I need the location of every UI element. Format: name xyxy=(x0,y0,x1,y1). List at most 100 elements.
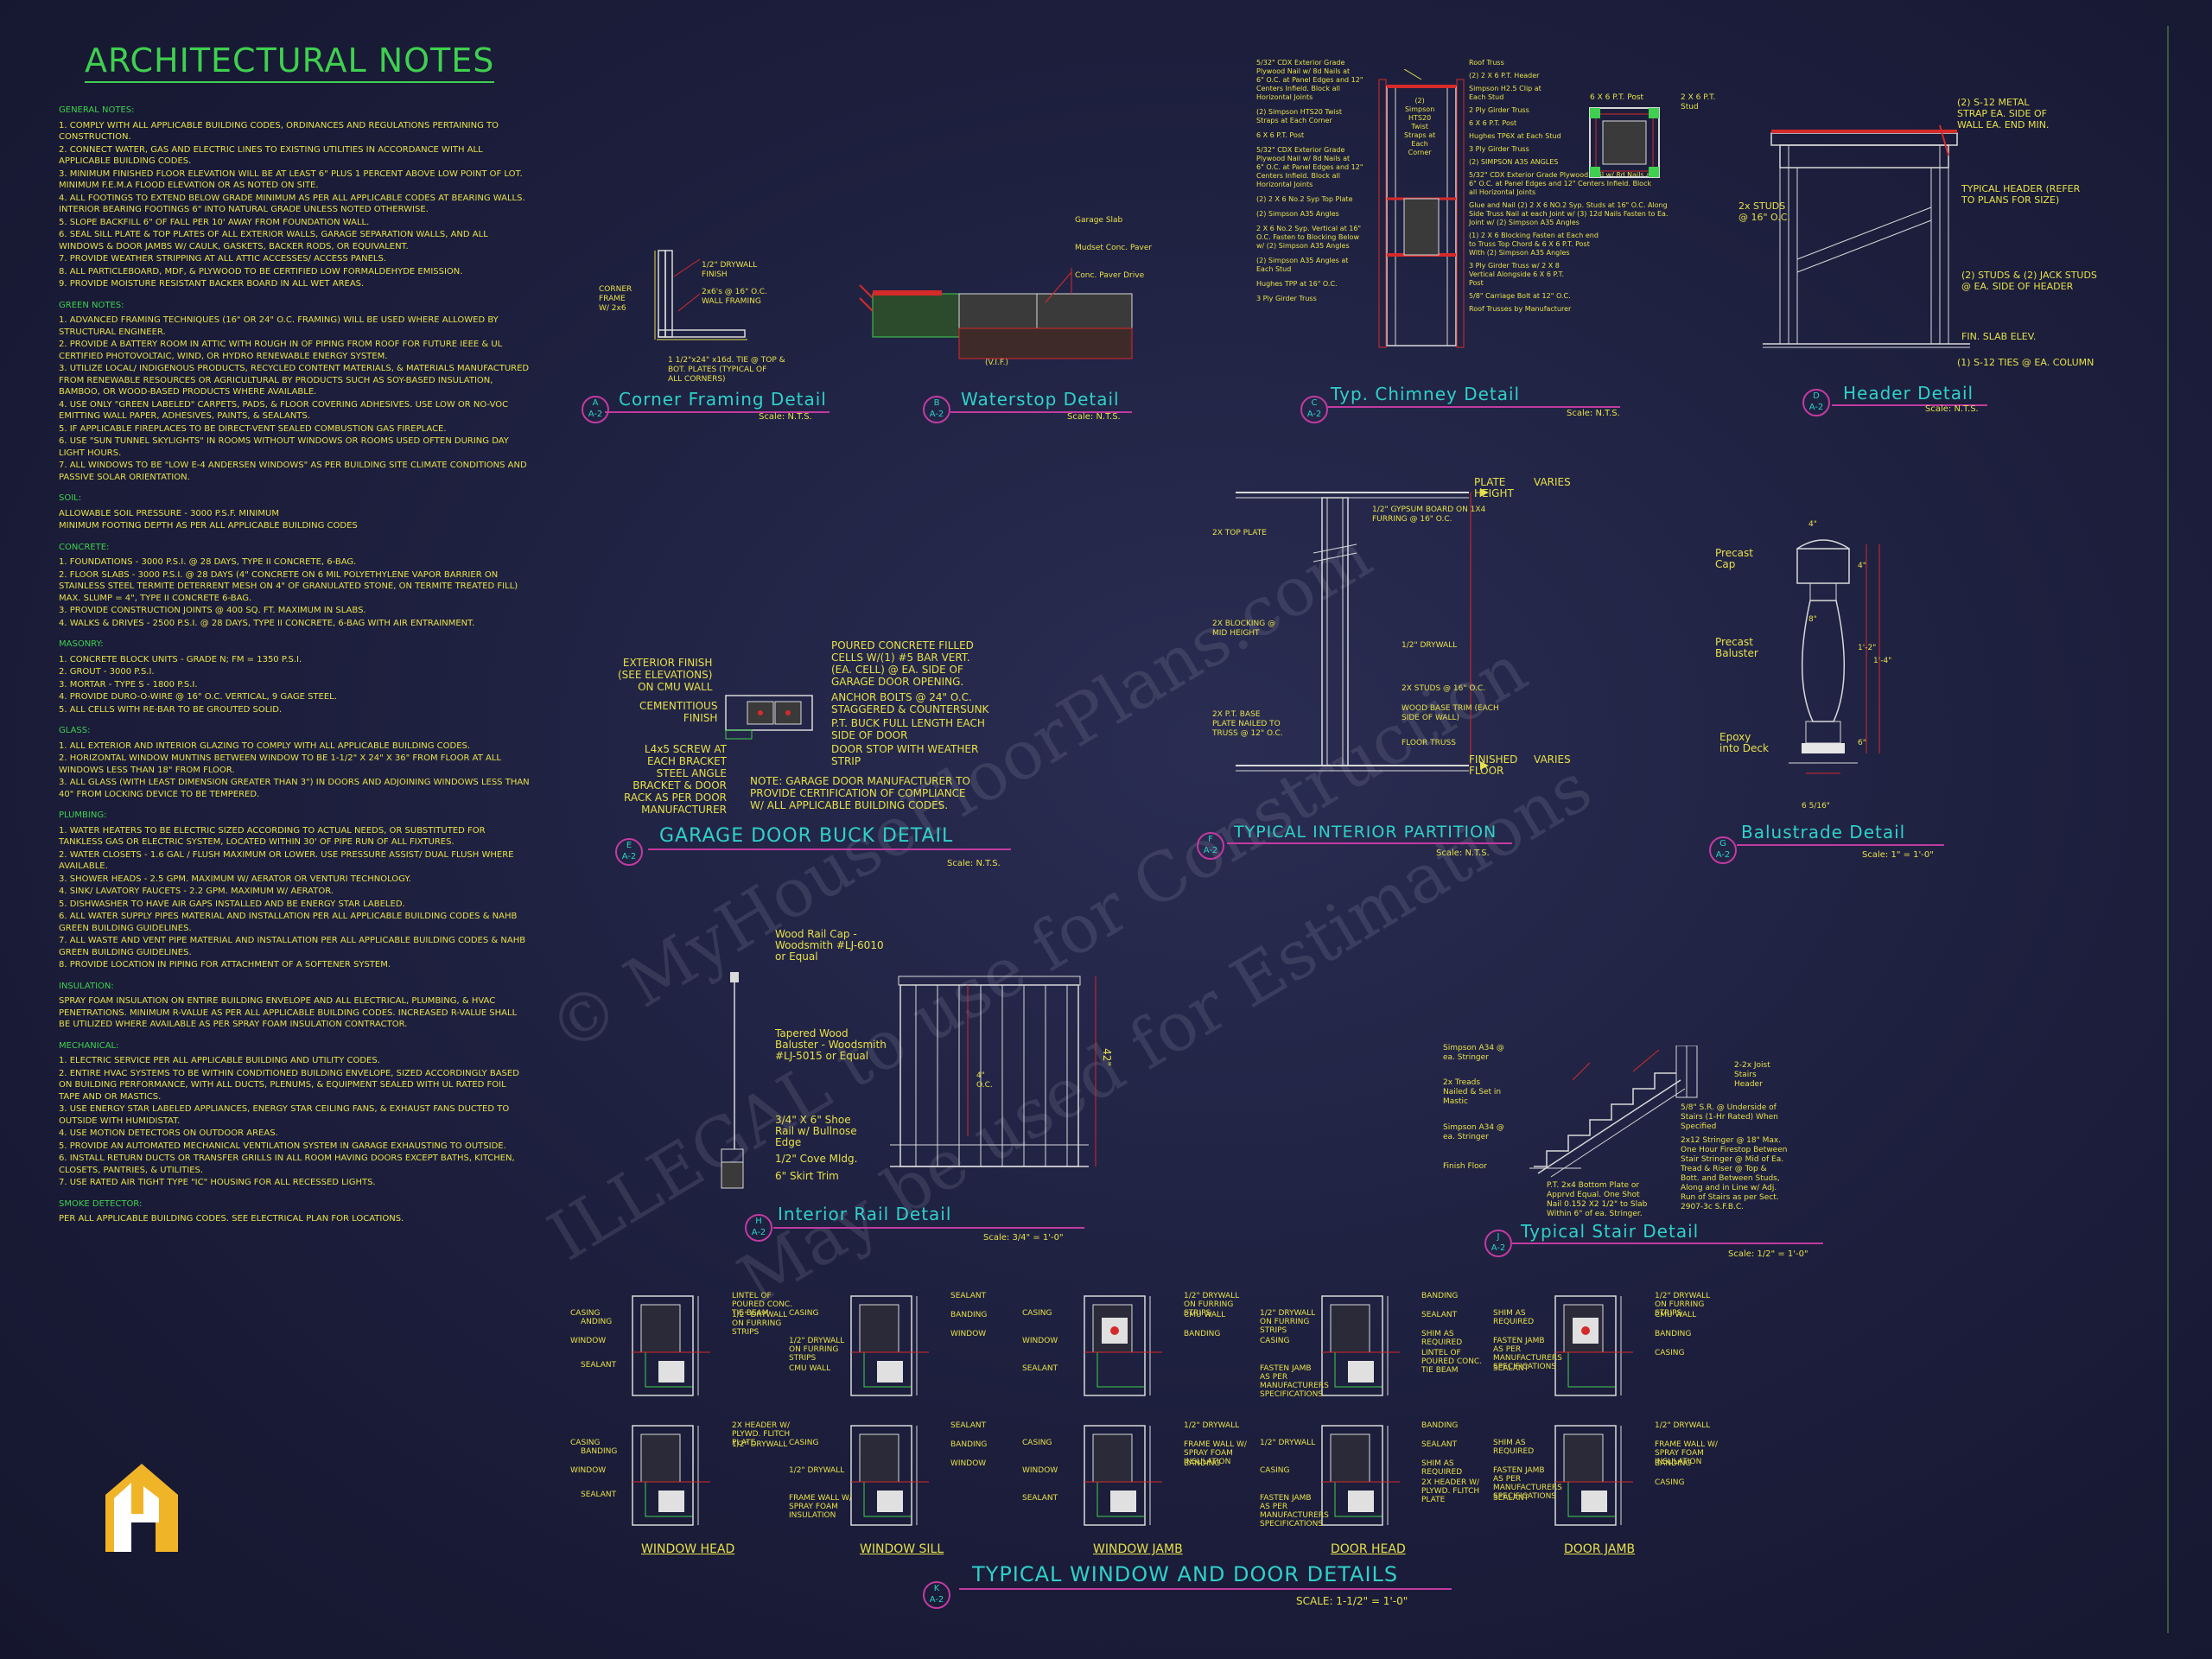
stair-anno-left-4: Finish Floor xyxy=(1443,1162,1487,1171)
ws_bot-anno: FRAME WALL W/ SPRAY FOAM INSULATION xyxy=(789,1494,852,1520)
dj_top-section-drawing xyxy=(1554,1295,1633,1396)
chimney-mid-anno: Glue and Nail (2) 2 X 6 NO.2 Syp. Studs … xyxy=(1469,201,1669,226)
detail-title-e: GARAGE DOOR BUCK DETAIL xyxy=(659,825,954,847)
balustrade-anno-cap: Precast Cap xyxy=(1715,547,1753,570)
notes-line: 5. DISHWASHER TO HAVE AIR GAPS INSTALLED… xyxy=(59,899,405,909)
notes-line: 1. ALL EXTERIOR AND INTERIOR GLAZING TO … xyxy=(59,741,471,751)
partition-anno-finished-floor: FINISHED FLOOR xyxy=(1469,753,1518,777)
stair-anno-left-3: Simpson A34 @ ea. Stringer xyxy=(1443,1123,1504,1141)
ws_top-anno: CASING xyxy=(789,1309,819,1318)
header-drawing xyxy=(1763,124,1970,348)
chimney-mid-anno: (2) SIMPSON A35 ANGLES xyxy=(1469,158,1559,166)
detail-scale-c: Scale: N.T.S. xyxy=(1567,409,1620,418)
balustrade-anno-epoxy: Epoxy into Deck xyxy=(1719,731,1769,754)
detail-title-b: Waterstop Detail xyxy=(961,389,1120,410)
partition-anno-varies-bottom: VARIES xyxy=(1534,753,1571,766)
dh_bot-section-drawing xyxy=(1321,1425,1400,1526)
dj_top-anno: SEALANT xyxy=(1493,1364,1529,1373)
notes-line: 4. USE ONLY "GREEN LABELED" CARPETS, PAD… xyxy=(59,399,509,422)
detail-title-d: Header Detail xyxy=(1843,383,1974,404)
subtitle-dj: DOOR JAMB xyxy=(1564,1542,1636,1556)
chimney-mid-anno: 3 Ply Girder Truss w/ 2 X 8 Vertical Alo… xyxy=(1469,262,1565,287)
ws_top-anno: 1/2" DRYWALL ON FURRING STRIPS xyxy=(789,1337,845,1363)
notes-line: 3. UTILIZE LOCAL/ INDIGENOUS PRODUCTS, R… xyxy=(59,364,530,397)
stair-anno-right-2: 5/8" S.R. @ Underside of Stairs (1-Hr Ra… xyxy=(1681,1103,1778,1131)
dh_top-anno: SEALANT xyxy=(1421,1311,1458,1319)
detail-scale-g: Scale: 1" = 1'-0" xyxy=(1862,850,1934,860)
chimney-left-anno: (2) Simpson A35 Angles xyxy=(1256,210,1339,218)
notes-line: 1. FOUNDATIONS - 3000 P.S.I. @ 28 DAYS, … xyxy=(59,557,357,567)
partition-anno-varies-top: VARIES xyxy=(1534,476,1571,488)
rail-anno-skirt: 6" Skirt Trim xyxy=(775,1170,839,1182)
wh_bot_left-anno: BANDING xyxy=(581,1447,618,1456)
wh_top_left-anno: ANDING xyxy=(581,1318,613,1326)
header-anno-2: TYPICAL HEADER (REFER TO PLANS FOR SIZE) xyxy=(1961,183,2081,206)
notes-line: 5. ALL CELLS WITH RE-BAR TO BE GROUTED S… xyxy=(59,704,283,715)
waterstop-anno-4: (V.I.F.) xyxy=(985,359,1008,367)
chimney-mid-anno: 3 Ply Girder Truss xyxy=(1469,145,1529,153)
notes-line: 2. FLOOR SLABS - 3000 P.S.I. @ 28 DAYS (… xyxy=(59,569,518,603)
notes-section-heading: GLASS: xyxy=(59,726,91,735)
balustrade-dim-2: 1'-4" xyxy=(1873,657,1892,665)
chimney-mid-anno: Roof Truss xyxy=(1469,59,1504,67)
notes-line: 3. SHOWER HEADS - 2.5 GPM. MAXIMUM W/ AE… xyxy=(59,874,411,884)
notes-line: 2. HORIZONTAL WINDOW MUNTINS BETWEEN WIN… xyxy=(59,753,501,775)
header-anno-6: (1) S-12 TIES @ EA. COLUMN xyxy=(1957,357,2094,368)
notes-line: 4. PROVIDE DURO-O-WIRE @ 16" O.C. VERTIC… xyxy=(59,692,337,702)
ws_bot-anno: BANDING xyxy=(950,1440,988,1449)
waterstop-drawing xyxy=(859,268,1133,359)
dj_top-anno: FASTEN JAMB AS PER MANUFACTURERS SPECIFI… xyxy=(1493,1337,1562,1371)
notes-line: PER ALL APPLICABLE BUILDING CODES. SEE E… xyxy=(59,1214,404,1224)
ws_bot-section-drawing xyxy=(850,1425,929,1526)
wj_bot-anno: WINDOW xyxy=(1022,1466,1058,1475)
chimney-mid-anno: 5/8" Carriage Bolt at 12" O.C. xyxy=(1469,292,1571,300)
wj_bot-anno: FRAME WALL W/ SPRAY FOAM INSULATION xyxy=(1184,1440,1247,1466)
balustrade-dim-top: 4" xyxy=(1808,520,1817,529)
chimney-simpson-label: (2) Simpson HTS20 Twist Straps at Each C… xyxy=(1404,97,1436,156)
chimney-mid-anno: Simpson H2.5 Clip at Each Stud xyxy=(1469,85,1541,101)
notes-line: 3. ALL GLASS (WITH LEAST DIMENSION GREAT… xyxy=(59,778,530,799)
chimney-left-anno: Hughes TPP at 16" O.C. xyxy=(1256,280,1338,288)
wj_top-anno: WINDOW xyxy=(1022,1337,1058,1345)
subtitle-ws: WINDOW SILL xyxy=(860,1542,944,1556)
wj_top-anno: CMU WALL xyxy=(1184,1311,1226,1319)
detail-scale-d: Scale: N.T.S. xyxy=(1925,404,1979,414)
partition-anno-studs: 2X STUDS @ 16" O.C. xyxy=(1402,684,1486,693)
notes-line: 2. GROUT - 3000 P.S.I. xyxy=(59,667,155,677)
dj_bot-anno: CASING xyxy=(1655,1478,1685,1487)
notes-line: 3. MORTAR - TYPE S - 1800 P.S.I. xyxy=(59,679,198,690)
garage-anno-left-1: EXTERIOR FINISH (SEE ELEVATIONS) ON CMU … xyxy=(618,657,713,693)
stair-anno-left-1: Simpson A34 @ ea. Stringer xyxy=(1443,1044,1504,1062)
notes-line: 7. PROVIDE WEATHER STRIPPING AT ALL ATTI… xyxy=(59,254,387,264)
stair-drawing xyxy=(1529,1046,1698,1178)
dh_top-anno: LINTEL OF POURED CONC. TIE BEAM xyxy=(1421,1349,1483,1375)
chimney-left-anno: 5/32" CDX Exterior Grade Plywood Nail w/… xyxy=(1256,59,1363,101)
partition-anno-top-plate: 2X TOP PLATE xyxy=(1212,529,1267,537)
logo-icon xyxy=(105,1464,178,1552)
partition-anno-gypsum: 1/2" GYPSUM BOARD ON 1X4 FURRING @ 16" O… xyxy=(1372,505,1486,524)
header-anno-1: (2) S-12 METAL STRAP EA. SIDE OF WALL EA… xyxy=(1957,97,2050,130)
stair-anno-bottom: P.T. 2x4 Bottom Plate or Apprvd Equal. O… xyxy=(1547,1181,1648,1218)
wh_top-anno: 1/2" DRYWALL ON FURRING STRIPS xyxy=(732,1311,788,1337)
notes-line: 3. USE ENERGY STAR LABELED APPLIANCES, E… xyxy=(59,1104,510,1126)
dh_bot-anno: CASING xyxy=(1260,1466,1290,1475)
ws_bot-anno: 1/2" DRYWALL xyxy=(789,1466,845,1475)
partition-anno-floor-truss: FLOOR TRUSS xyxy=(1402,739,1456,747)
wh_bot-anno: 1/2" DRYWALL xyxy=(732,1440,788,1449)
stair-anno-left-2: 2x Treads Nailed & Set in Mastic xyxy=(1443,1078,1502,1106)
partition-anno-base-plate: 2X P.T. BASE PLATE NAILED TO TRUSS @ 12"… xyxy=(1212,710,1283,738)
wh_bot-section-drawing xyxy=(632,1425,710,1526)
dj_bot-section-drawing xyxy=(1554,1425,1633,1526)
garage-anno-right-1: POURED CONCRETE FILLED CELLS W/(1) #5 BA… xyxy=(831,639,974,688)
ws_top-anno: WINDOW xyxy=(950,1330,987,1338)
detail-scale-h: Scale: 3/4" = 1'-0" xyxy=(983,1233,1064,1243)
wh_bot-anno: 2X HEADER W/ PLYWD. FLITCH PLATE xyxy=(732,1421,791,1447)
wh_top-section-drawing xyxy=(632,1295,710,1396)
rail-anno-height: 42" xyxy=(1100,1048,1113,1066)
chimney-mid-anno: 2 Ply Girder Truss xyxy=(1469,106,1529,114)
